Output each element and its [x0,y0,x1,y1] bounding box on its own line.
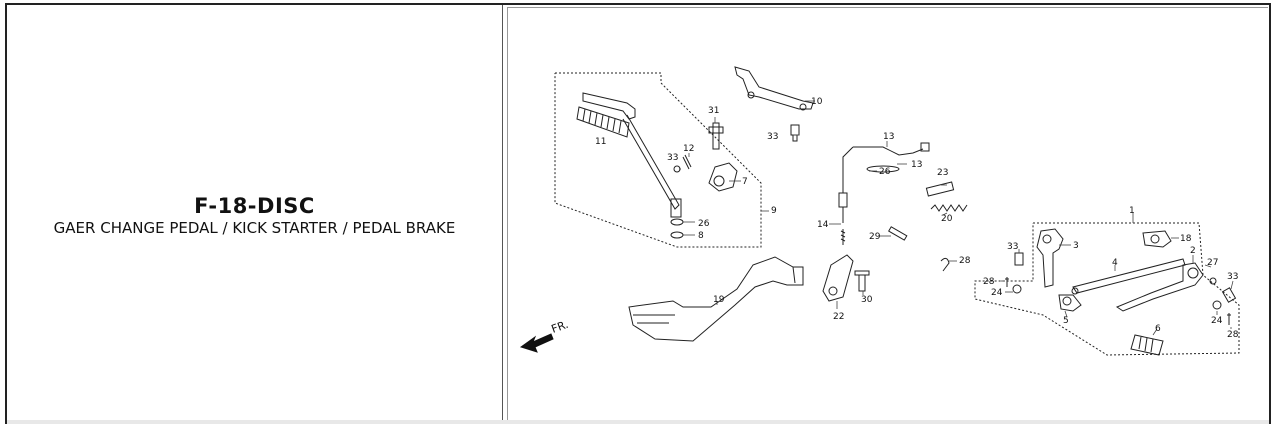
diagram-description: GAER CHANGE PEDAL / KICK STARTER / PEDAL… [53,219,456,237]
callout-33-right: 33 [1227,272,1238,282]
callout-2: 2 [1190,246,1196,256]
callout-28-right: 28 [1227,330,1239,340]
callout-31: 31 [708,106,719,116]
brake-pedal-19 [628,256,804,342]
callout-30: 30 [861,295,873,305]
callout-28-left: 28 [983,277,995,287]
callout-7: 7 [742,177,748,187]
collar-23 [925,181,955,197]
callout-26-kick: 26 [698,219,710,229]
kick-starter-rubber [576,106,630,138]
callout-9: 9 [771,206,777,216]
washer-27 [1209,277,1217,285]
kick-starter-arm [582,92,682,218]
washer-8 [670,231,684,239]
diagram-code: F-18-DISC [194,194,315,218]
link-rod-4 [1071,258,1186,295]
panel-divider [502,5,503,424]
diagram-panel: FR. 1 2 3 4 5 6 7 8 9 10 11 12 13 13 14 … [503,5,1269,424]
callout-10: 10 [811,97,823,107]
title-panel: F-18-DISC GAER CHANGE PEDAL / KICK START… [7,5,502,424]
callout-22: 22 [833,312,844,322]
direction-label: FR. [550,318,570,336]
callout-8: 8 [698,231,704,241]
washer-24-left [1012,284,1022,294]
pin-29 [888,226,908,241]
callout-33-bracket: 33 [767,132,778,142]
bolt-30 [854,270,870,292]
callout-23: 23 [937,168,948,178]
callout-24-left: 24 [991,288,1003,298]
joint-5 [1058,294,1082,312]
brake-arm-22 [822,254,854,302]
callout-18: 18 [1180,234,1192,244]
spring-20 [930,204,968,212]
callout-3: 3 [1073,241,1079,251]
callout-24-right: 24 [1211,316,1223,326]
callout-33-shift: 33 [1007,242,1018,252]
callout-20: 20 [941,214,953,224]
shift-arm-3 [1036,228,1064,288]
spring-12 [682,154,692,170]
callout-12: 12 [683,144,694,154]
callout-33-kick: 33 [667,153,678,163]
bolt-33-bracket [790,124,800,142]
change-pedal-group-outline [974,222,1240,356]
callout-14: 14 [817,220,829,230]
clip-28-right [1227,313,1231,325]
callout-6: 6 [1155,324,1161,334]
clip-28-mid [940,257,950,272]
bolt-33-right [1221,287,1237,303]
washer-24-right [1212,300,1222,310]
callout-19: 19 [713,295,725,305]
joint-18 [1142,230,1172,248]
callout-4: 4 [1112,258,1118,268]
diagram-frame [507,7,1268,423]
callout-13-top: 13 [883,132,894,142]
parts-diagram: FR. 1 2 3 4 5 6 7 8 9 10 11 12 13 13 14 … [519,66,1240,356]
callout-29: 29 [869,232,881,242]
callout-labels: 1 2 3 4 5 6 7 8 9 10 11 12 13 13 14 18 1… [595,97,1239,340]
kick-starter-group-outline [554,72,762,248]
callout-13-side: 13 [911,160,922,170]
spring-14 [840,229,846,245]
washer-26 [670,218,684,226]
change-pedal-rubber-6 [1130,334,1164,356]
bolt-31 [708,122,724,150]
bottom-strip [7,420,1269,424]
clip-28-left [1005,277,1009,287]
callout-27: 27 [1207,258,1218,268]
callout-5: 5 [1063,316,1069,326]
bracket-10 [734,66,814,111]
callout-28-mid: 28 [959,256,971,266]
callout-11: 11 [595,137,606,147]
change-pedal-2 [1115,262,1204,312]
title-block: F-18-DISC GAER CHANGE PEDAL / KICK START… [7,194,502,238]
front-direction-arrow: FR. [519,318,570,353]
switch-13 [838,142,930,223]
bolt-33-shift [1014,252,1024,266]
callout-26-switch: 26 [879,167,891,177]
leader-lines [679,100,1234,336]
kick-joint-7 [708,162,738,192]
callout-1: 1 [1129,206,1135,216]
